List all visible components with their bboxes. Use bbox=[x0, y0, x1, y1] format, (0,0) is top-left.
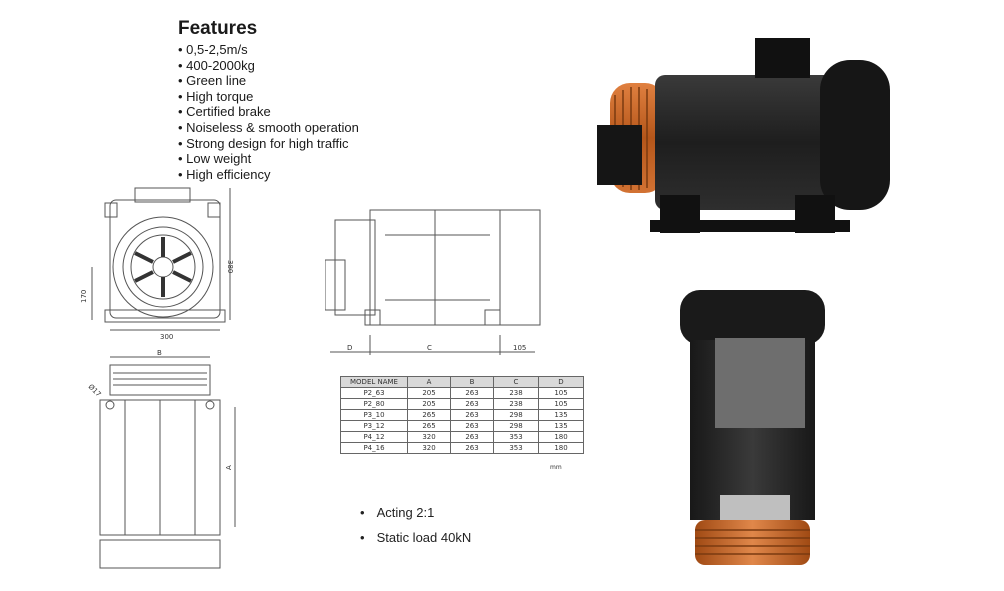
table-cell: 205 bbox=[407, 398, 451, 410]
table-cell: 298 bbox=[493, 409, 539, 421]
table-cell: 180 bbox=[538, 431, 584, 443]
table-cell: P2_63 bbox=[340, 387, 408, 399]
feature-item: High efficiency bbox=[178, 167, 359, 183]
table-cell: 263 bbox=[450, 398, 494, 410]
table-cell: 353 bbox=[493, 431, 539, 443]
table-cell: 105 bbox=[538, 387, 584, 399]
table-cell: 135 bbox=[538, 409, 584, 421]
front-width-label: 300 bbox=[160, 333, 173, 341]
note-item: Static load 40kN bbox=[360, 530, 472, 545]
motor-side-photo bbox=[597, 38, 890, 233]
table-header: B bbox=[450, 376, 494, 388]
table-cell: 298 bbox=[493, 420, 539, 432]
note-item: Acting 2:1 bbox=[360, 505, 471, 520]
table-row: P4_12 320 263 353 180 bbox=[340, 431, 584, 443]
table-cell: 263 bbox=[450, 442, 494, 454]
table-header: MODEL NAME bbox=[340, 376, 408, 388]
motor-front-photo bbox=[680, 290, 825, 565]
front-view-drawing: 380 300 170 bbox=[80, 187, 234, 341]
table-header-row: MODEL NAME A B C D bbox=[340, 376, 584, 388]
table-cell: 320 bbox=[407, 431, 451, 443]
top-a-label: A bbox=[225, 465, 233, 470]
front-side-label: 170 bbox=[80, 290, 88, 303]
table-cell: 238 bbox=[493, 387, 539, 399]
table-cell: 180 bbox=[538, 442, 584, 454]
table-cell: 263 bbox=[450, 409, 494, 421]
feature-item: Noiseless & smooth operation bbox=[178, 120, 359, 136]
table-cell: P3_10 bbox=[340, 409, 408, 421]
features-title: Features bbox=[178, 18, 258, 39]
table-cell: P4_16 bbox=[340, 442, 408, 454]
table-cell: P4_12 bbox=[340, 431, 408, 443]
model-table: MODEL NAME A B C D P2_63 205 263 238 105… bbox=[340, 376, 584, 454]
table-header: C bbox=[493, 376, 539, 388]
table-cell: 105 bbox=[538, 398, 584, 410]
side-105-label: 105 bbox=[513, 344, 526, 352]
table-row: P3_10 265 263 298 135 bbox=[340, 409, 584, 421]
top-view-drawing: B A Ø17 bbox=[87, 349, 236, 569]
feature-item: Green line bbox=[178, 73, 359, 89]
table-cell: 238 bbox=[493, 398, 539, 410]
table-row: P3_12 265 263 298 135 bbox=[340, 420, 584, 432]
table-cell: 353 bbox=[493, 442, 539, 454]
table-cell: P2_80 bbox=[340, 398, 408, 410]
table-unit: mm bbox=[550, 464, 562, 471]
side-c-label: C bbox=[427, 344, 432, 352]
feature-item: Strong design for high traffic bbox=[178, 136, 359, 152]
table-cell: 263 bbox=[450, 420, 494, 432]
table-row: P2_80 205 263 238 105 bbox=[340, 398, 584, 410]
table-cell: 205 bbox=[407, 387, 451, 399]
feature-item: 400-2000kg bbox=[178, 58, 359, 74]
feature-item: Low weight bbox=[178, 151, 359, 167]
top-b-label: B bbox=[157, 349, 162, 357]
table-cell: 263 bbox=[450, 431, 494, 443]
table-cell: 263 bbox=[450, 387, 494, 399]
features-list: 0,5-2,5m/s 400-2000kg Green line High to… bbox=[178, 42, 359, 182]
table-cell: 265 bbox=[407, 409, 451, 421]
side-view-drawing: D C 105 bbox=[325, 209, 541, 355]
table-cell: 135 bbox=[538, 420, 584, 432]
table-cell: P3_12 bbox=[340, 420, 408, 432]
feature-item: 0,5-2,5m/s bbox=[178, 42, 359, 58]
table-row: P2_63 205 263 238 105 bbox=[340, 387, 584, 399]
notes-list: Acting 2:1 Static load 40kN bbox=[360, 505, 472, 555]
features-block: Features 0,5-2,5m/s 400-2000kg Green lin… bbox=[178, 18, 359, 182]
table-cell: 320 bbox=[407, 442, 451, 454]
side-d-label: D bbox=[347, 344, 352, 352]
feature-item: High torque bbox=[178, 89, 359, 105]
table-header: D bbox=[538, 376, 584, 388]
top-hole-label: Ø17 bbox=[87, 383, 103, 399]
table-header: A bbox=[407, 376, 451, 388]
table-row: P4_16 320 263 353 180 bbox=[340, 442, 584, 454]
feature-item: Certified brake bbox=[178, 104, 359, 120]
front-height-label: 380 bbox=[226, 260, 234, 273]
table-cell: 265 bbox=[407, 420, 451, 432]
